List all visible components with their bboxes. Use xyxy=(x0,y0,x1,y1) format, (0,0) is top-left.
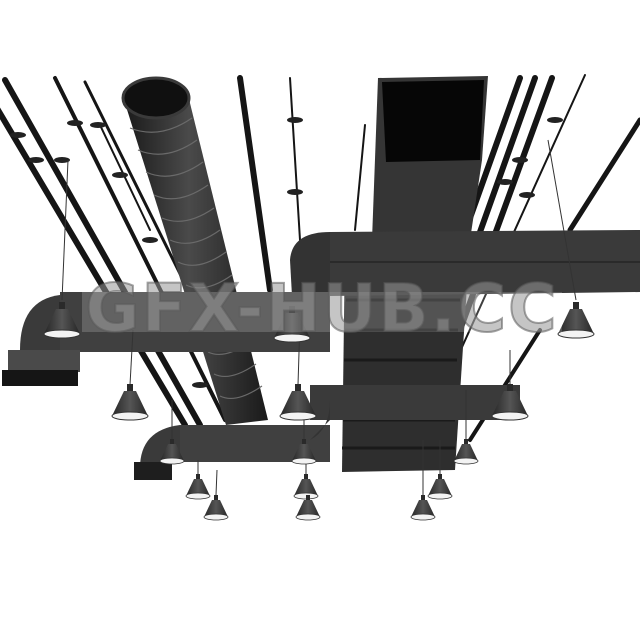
pipe-clamps-left xyxy=(10,120,208,388)
watermark-band xyxy=(82,292,562,332)
rect-duct-horizontal-right xyxy=(290,230,640,296)
rect-duct-horizontal-upper xyxy=(2,292,330,386)
pipes-center xyxy=(237,75,366,293)
lamp-cords xyxy=(61,139,577,496)
pipes-left xyxy=(0,76,252,428)
rect-duct-horizontal-lower xyxy=(134,385,520,480)
